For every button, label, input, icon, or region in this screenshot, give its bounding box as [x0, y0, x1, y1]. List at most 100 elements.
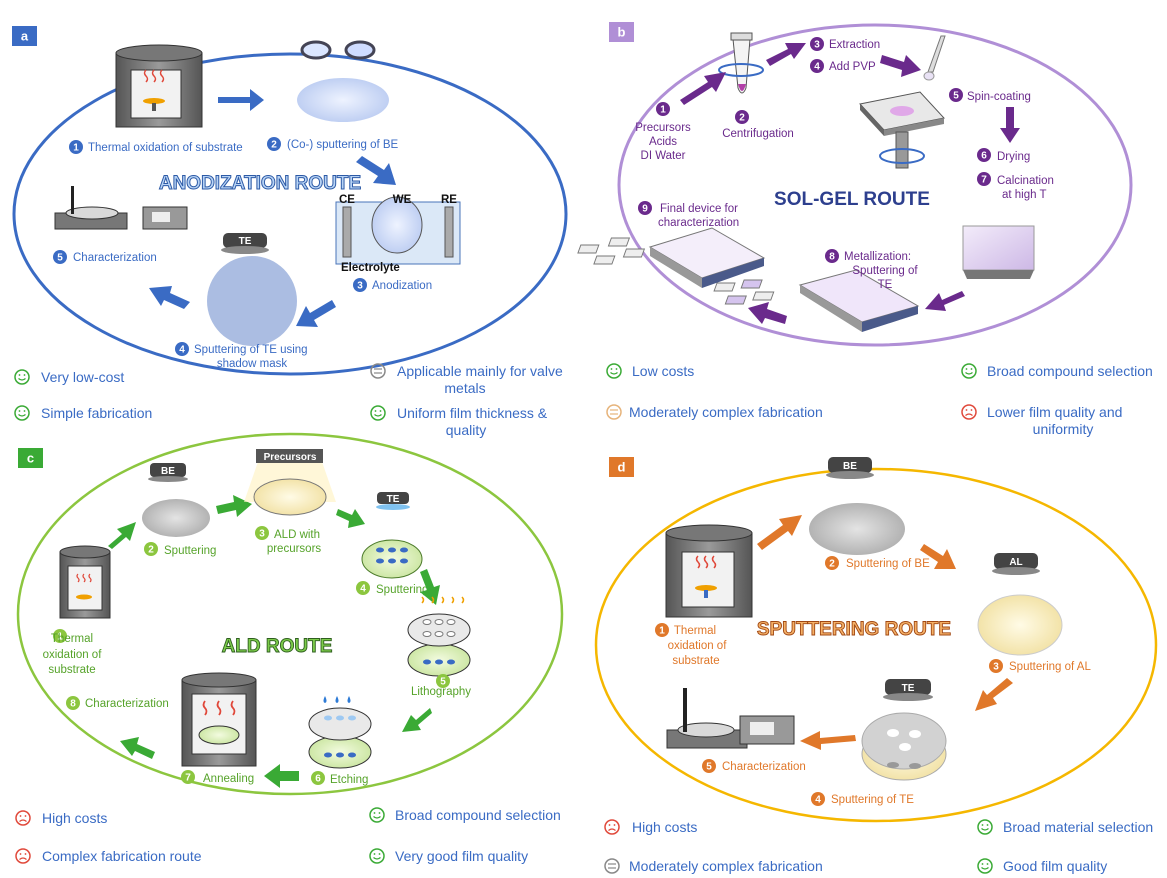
pros-cons-item: Moderately complex fabrication — [629, 404, 823, 420]
step-badge — [267, 137, 281, 151]
wafer-icon — [977, 594, 1063, 656]
step-label: TE — [878, 279, 893, 291]
good-smiley-icon — [977, 858, 993, 874]
panel-a-tag: a — [21, 29, 29, 44]
sputter-target-icon — [207, 233, 297, 346]
pros-cons-item: uniformity — [1033, 421, 1094, 437]
step-number: 5 — [953, 91, 959, 102]
step-badge — [810, 59, 824, 73]
step-badge — [311, 771, 325, 785]
step-badge — [989, 659, 1003, 673]
coated-substrate-icon — [962, 225, 1035, 279]
step-badge — [977, 148, 991, 162]
arrow-icon — [402, 708, 432, 732]
probe-station-icon — [666, 688, 795, 749]
step-label: Drying — [997, 151, 1030, 163]
step-number: 5 — [706, 762, 712, 773]
step-number: 3 — [259, 529, 265, 540]
panel-d-tag-bg — [609, 457, 634, 477]
step-number: 2 — [148, 545, 154, 556]
step-badge — [656, 102, 670, 116]
step-label: Sputtering of AL — [1009, 661, 1091, 673]
arrow-icon — [1000, 107, 1020, 143]
step-number: 3 — [993, 662, 999, 673]
step-badge — [436, 674, 450, 688]
arrow-icon — [149, 286, 190, 309]
panel-b-tag: b — [618, 25, 626, 40]
step-badge — [810, 37, 824, 51]
sad-face-icon — [961, 404, 977, 420]
step-number: 2 — [739, 113, 745, 124]
lithography-stack-icon — [407, 596, 471, 677]
step-label: Annealing — [203, 773, 254, 785]
step-badge — [638, 201, 652, 215]
step-label: Spin-coating — [967, 91, 1031, 103]
step-label: Sputtering — [376, 584, 428, 596]
arrow-icon — [800, 731, 856, 750]
step-label: Lithography — [411, 686, 471, 698]
step-label: Thermal — [51, 633, 93, 645]
step-badge — [702, 759, 716, 773]
pros-cons-item: Good film quality — [1003, 858, 1107, 874]
sputter-target-icon — [376, 492, 410, 510]
arrow-icon — [920, 544, 956, 569]
wafer-icon — [297, 40, 389, 122]
arrow-icon — [120, 737, 155, 759]
panel-a-route-ellipse — [12, 52, 568, 376]
step-label: Sputtering — [164, 545, 216, 557]
route-title: ALD ROUTE — [222, 636, 333, 657]
te-target-label: TE — [902, 683, 915, 694]
step-number: 2 — [271, 140, 277, 151]
panel-c: c 1 Thermal oxidation of substrate BE 2 … — [15, 432, 564, 864]
arrow-icon — [925, 291, 965, 311]
step-number: 2 — [829, 559, 835, 570]
arrow-icon — [218, 89, 264, 111]
step-label: Metallization: — [844, 251, 911, 263]
step-number: 4 — [179, 345, 185, 356]
step-label: Add PVP — [829, 61, 876, 73]
pros-cons-item: Applicable mainly for valve — [397, 363, 563, 379]
step-badge — [825, 556, 839, 570]
route-title: ANODIZATION ROUTE — [159, 173, 361, 194]
step-label: Sputtering of TE — [831, 794, 914, 806]
wafer-icon — [142, 499, 210, 537]
neutral-face-icon — [606, 404, 622, 420]
electrolyte-label: Electrolyte — [341, 262, 400, 274]
probe-station-icon — [54, 186, 188, 230]
step-label: shadow mask — [217, 358, 288, 370]
good-smiley-icon — [370, 405, 386, 421]
step-badge — [53, 250, 67, 264]
step-badge — [144, 542, 158, 556]
step-badge — [655, 623, 669, 637]
metallized-substrate-icon — [713, 269, 920, 332]
step-label: Anodization — [372, 280, 432, 292]
be-target-label: BE — [161, 466, 175, 477]
step-number: 6 — [315, 774, 321, 785]
step-label: precursors — [267, 543, 322, 555]
step-number: 6 — [981, 151, 987, 162]
step-badge — [69, 140, 83, 154]
annealing-furnace-icon — [181, 672, 257, 767]
step-label: Characterization — [722, 761, 806, 773]
sad-face-icon — [15, 848, 31, 864]
step-label: oxidation of — [43, 649, 103, 661]
good-smiley-icon — [14, 405, 30, 421]
step-number: 9 — [642, 204, 648, 215]
step-label: oxidation of — [668, 640, 728, 652]
step-label: Sputtering of TE using — [194, 344, 308, 356]
good-smiley-icon — [606, 363, 622, 379]
step-badge — [977, 172, 991, 186]
step-label: Sputtering of BE — [846, 558, 930, 570]
step-label: DI Water — [641, 150, 686, 162]
al-target-label: AL — [1009, 557, 1022, 568]
step-number: 7 — [981, 175, 987, 186]
arrow-icon — [680, 72, 726, 105]
step-label: Extraction — [829, 39, 880, 51]
pros-cons-item: Simple fabrication — [41, 405, 152, 421]
sad-face-icon — [604, 819, 620, 835]
step-number: 5 — [57, 253, 63, 264]
panel-d: d 1 Thermal oxidation of substrate BE 2 … — [594, 457, 1158, 874]
ald-chamber-icon — [244, 449, 336, 516]
patterned-wafer-icon — [361, 539, 423, 579]
